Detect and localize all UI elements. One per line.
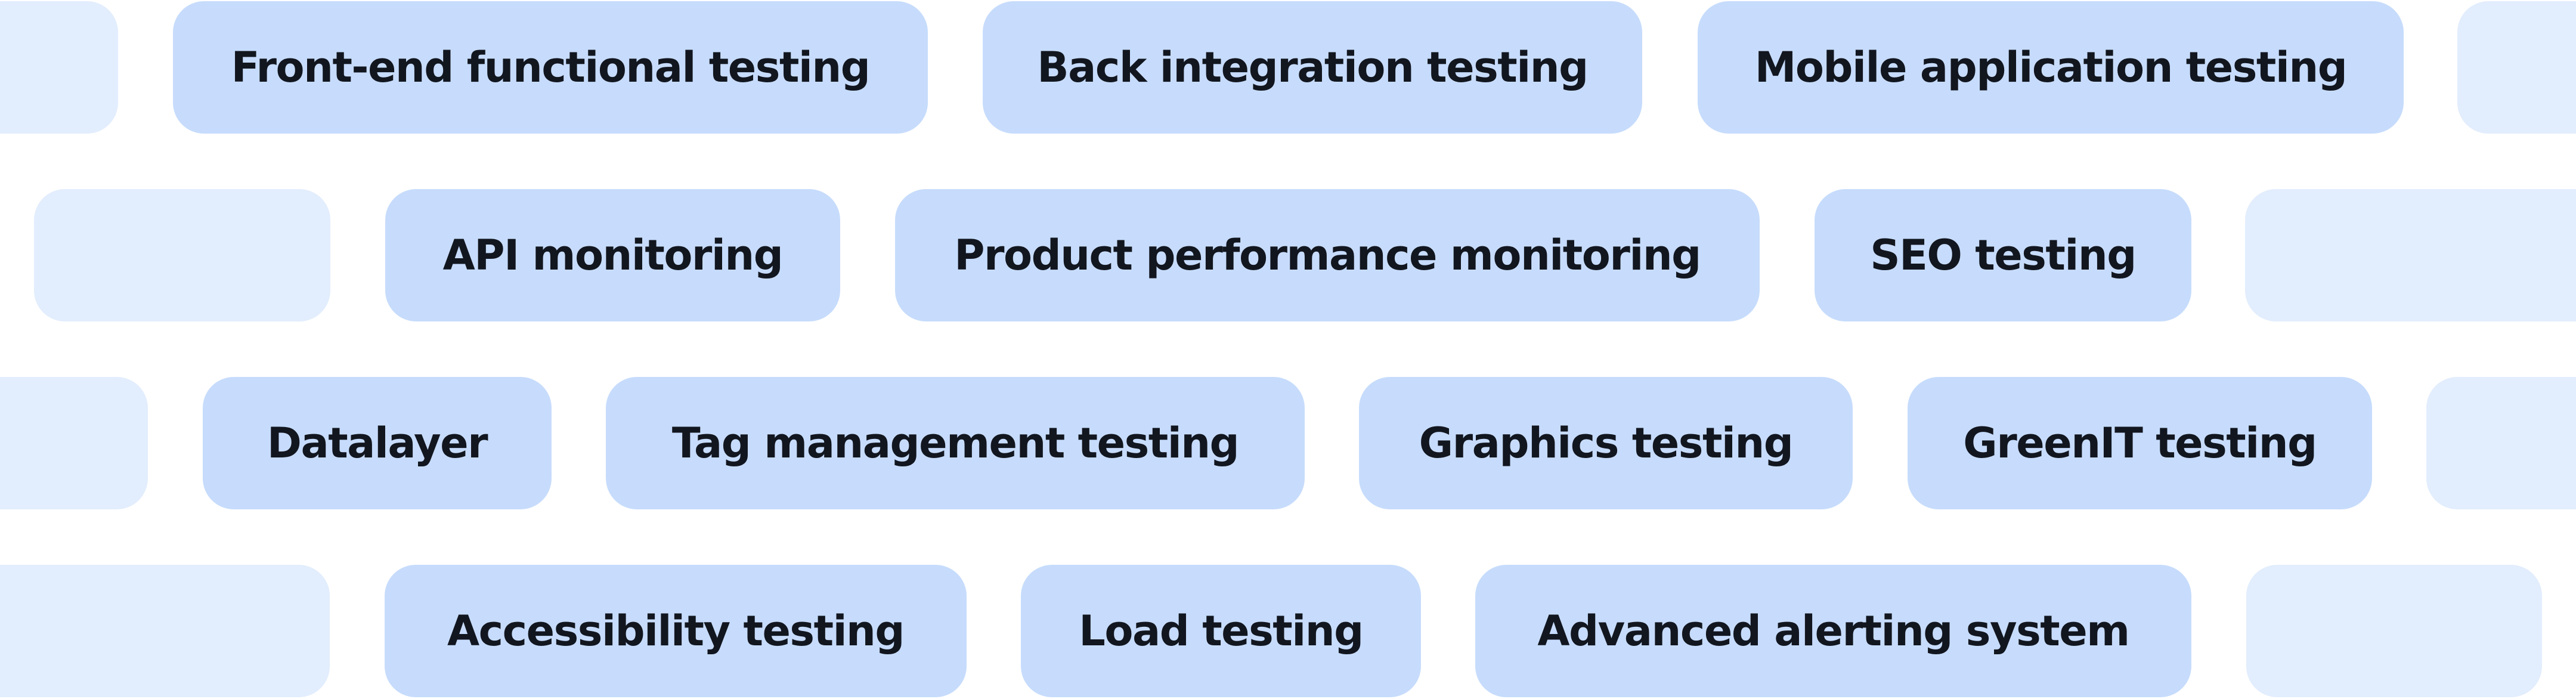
tag-greenit-testing: GreenIT testing — [1908, 377, 2372, 509]
tag-product-performance-monitoring: Product performance monitoring — [895, 189, 1760, 321]
decorative-ghost-pill — [34, 189, 330, 321]
decorative-ghost-pill — [2245, 189, 2576, 321]
tag-advanced-alerting-system: Advanced alerting system — [1475, 565, 2191, 697]
tag-tag-management-testing: Tag management testing — [606, 377, 1305, 509]
tag-api-monitoring: API monitoring — [385, 189, 840, 321]
decorative-ghost-pill — [2246, 565, 2542, 697]
decorative-ghost-pill — [2457, 1, 2576, 134]
tag-seo-testing: SEO testing — [1815, 189, 2191, 321]
tag-mobile-application-testing: Mobile application testing — [1698, 1, 2404, 134]
tag-datalayer: Datalayer — [203, 377, 552, 509]
decorative-ghost-pill — [0, 377, 148, 509]
decorative-ghost-pill — [0, 565, 330, 697]
tag-back-integration-testing: Back integration testing — [983, 1, 1642, 134]
tag-load-testing: Load testing — [1021, 565, 1421, 697]
tag-front-end-functional-testing: Front-end functional testing — [173, 1, 928, 134]
decorative-ghost-pill — [2426, 377, 2576, 509]
tag-graphics-testing: Graphics testing — [1359, 377, 1853, 509]
decorative-ghost-pill — [0, 1, 118, 134]
tag-accessibility-testing: Accessibility testing — [385, 565, 967, 697]
